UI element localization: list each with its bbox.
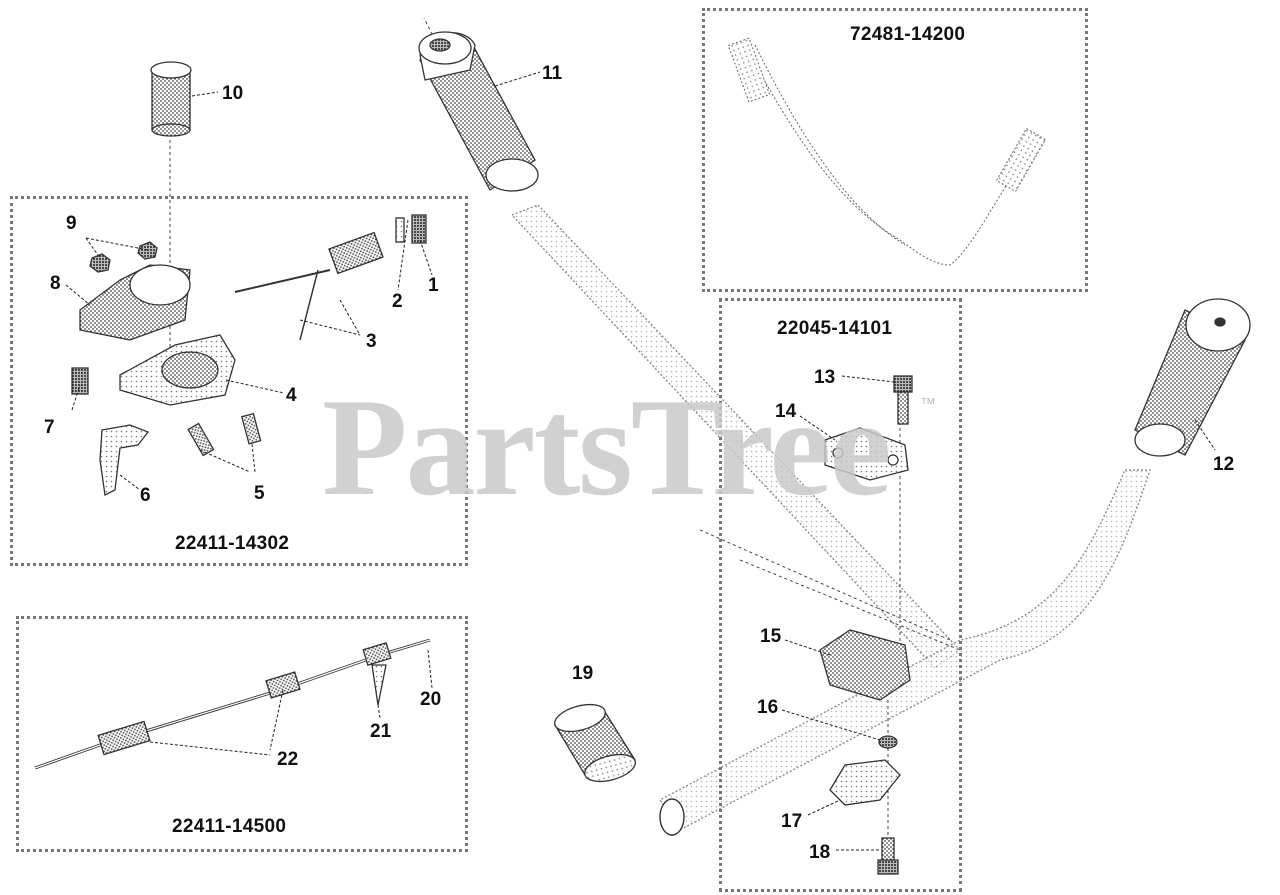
kit-box-22411-14302 (10, 196, 468, 566)
callout-18[interactable]: 18 (809, 842, 831, 863)
callout-9[interactable]: 9 (66, 213, 77, 234)
kit-number-22411-14302[interactable]: 22411-14302 (175, 533, 290, 554)
watermark-logo: PartsTree (322, 370, 892, 525)
throttle-housing-parts (71, 214, 427, 496)
part-11-grip (418, 31, 539, 192)
cable-72481 (727, 37, 1047, 266)
part-19-sleeve (553, 703, 637, 783)
callout-1[interactable]: 1 (428, 275, 439, 296)
kit-box-22045 (719, 298, 962, 892)
callout-17[interactable]: 17 (781, 811, 803, 832)
callout-5[interactable]: 5 (254, 483, 265, 504)
kit-box-22411-14500 (16, 616, 468, 852)
kit-box-72481 (702, 8, 1088, 292)
throttle-cable-parts (34, 638, 431, 770)
callout-2[interactable]: 2 (392, 291, 403, 312)
part-12-grip (1134, 298, 1251, 457)
callout-12[interactable]: 12 (1213, 454, 1235, 475)
kit-number-22411-14500[interactable]: 22411-14500 (172, 816, 287, 837)
callout-11[interactable]: 11 (542, 63, 563, 84)
callout-21[interactable]: 21 (370, 721, 392, 742)
callout-22[interactable]: 22 (277, 749, 299, 770)
callout-16[interactable]: 16 (757, 697, 779, 718)
handlebar-clamp-parts (819, 375, 913, 875)
callout-10[interactable]: 10 (222, 83, 244, 104)
callout-8[interactable]: 8 (50, 273, 61, 294)
part-10-cap (150, 61, 192, 137)
kit-number-72481[interactable]: 72481-14200 (850, 24, 966, 45)
callout-19[interactable]: 19 (572, 663, 594, 684)
callout-14[interactable]: 14 (775, 401, 797, 422)
callout-4[interactable]: 4 (286, 385, 297, 406)
kit-number-22045[interactable]: 22045-14101 (777, 318, 893, 339)
watermark-trademark: ™ (920, 396, 936, 413)
callout-13[interactable]: 13 (814, 367, 836, 388)
handlebar-tube (658, 469, 1151, 836)
callout-15[interactable]: 15 (760, 626, 782, 647)
callout-20[interactable]: 20 (420, 689, 442, 710)
callout-6[interactable]: 6 (140, 485, 151, 506)
callout-leaders (65, 71, 1216, 851)
callout-7[interactable]: 7 (44, 417, 55, 438)
callout-3[interactable]: 3 (366, 331, 377, 352)
